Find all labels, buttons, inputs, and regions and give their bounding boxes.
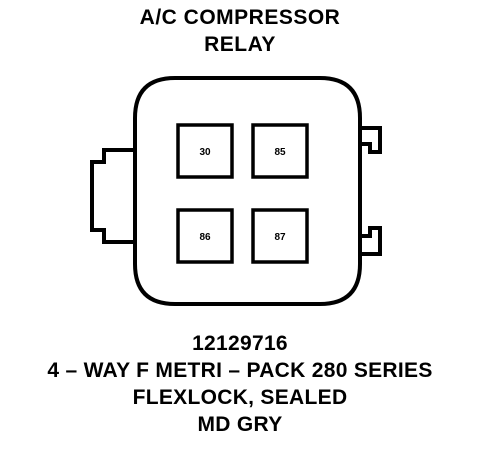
diagram-title: A/C COMPRESSOR RELAY bbox=[0, 4, 480, 58]
pin-label-85: 85 bbox=[274, 147, 286, 158]
pin-cavity-87: 87 bbox=[251, 208, 309, 264]
relay-connector-diagram: 30 85 86 87 bbox=[90, 76, 382, 306]
pin-label-87: 87 bbox=[274, 232, 286, 243]
pin-label-86: 86 bbox=[199, 232, 211, 243]
title-line-2: RELAY bbox=[204, 33, 276, 56]
part-number: 12129716 bbox=[192, 332, 288, 355]
pin-cavity-86: 86 bbox=[176, 208, 234, 264]
connector-description: 4 – WAY F METRI – PACK 280 SERIES bbox=[47, 359, 433, 382]
pin-cavity-30: 30 bbox=[176, 123, 234, 179]
connector-color: MD GRY bbox=[197, 413, 283, 436]
connector-right-tab-bottom bbox=[360, 226, 382, 256]
connector-lock-type: FLEXLOCK, SEALED bbox=[132, 386, 348, 409]
pin-label-30: 30 bbox=[199, 147, 211, 158]
pin-cavity-85: 85 bbox=[251, 123, 309, 179]
connector-housing bbox=[133, 76, 362, 306]
connector-left-latch bbox=[90, 148, 135, 244]
connector-right-tab-top bbox=[360, 126, 382, 154]
title-line-1: A/C COMPRESSOR bbox=[139, 6, 341, 29]
connector-caption: 12129716 4 – WAY F METRI – PACK 280 SERI… bbox=[0, 330, 480, 438]
